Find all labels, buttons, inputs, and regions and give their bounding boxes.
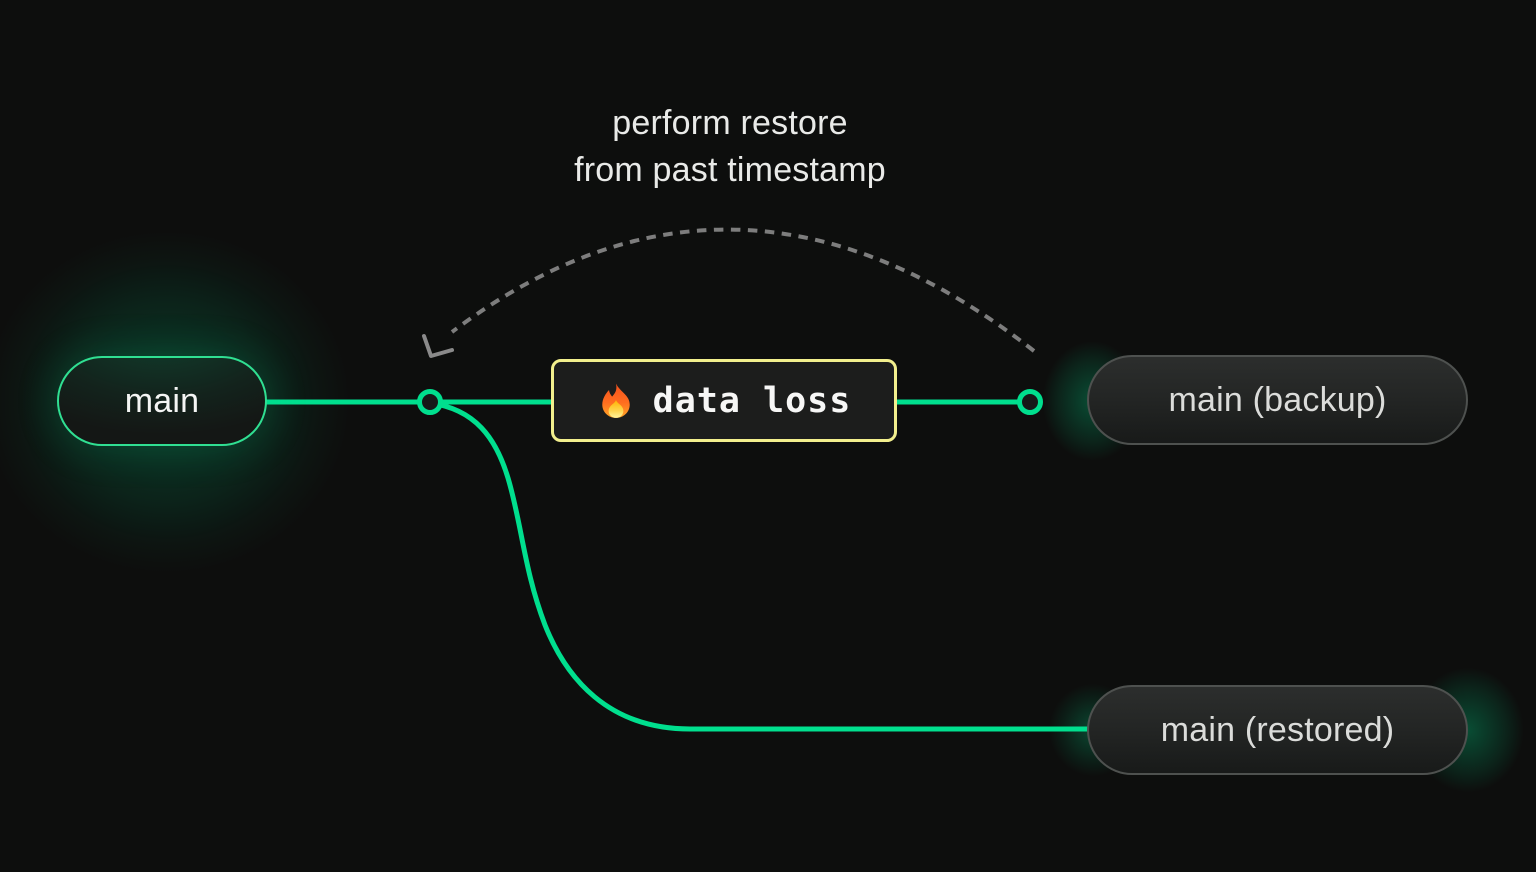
branch-main-label: main — [124, 381, 200, 420]
branch-restored-label: main (restored) — [1160, 710, 1395, 749]
branch-point-node — [417, 389, 443, 415]
fire-icon — [601, 383, 630, 418]
backup-point-node — [1017, 389, 1043, 415]
data-loss-label: data loss — [652, 380, 852, 421]
branch-backup: main (backup) — [1087, 355, 1468, 445]
branch-backup-label: main (backup) — [1168, 380, 1387, 419]
restore-caption: perform restore from past timestamp — [574, 104, 886, 189]
branch-main: main — [57, 356, 267, 446]
restore-arrow-icon — [422, 334, 454, 358]
restored-branch-line — [427, 400, 1095, 732]
branch-restored: main (restored) — [1087, 685, 1468, 775]
restore-arc-line — [450, 227, 1036, 353]
data-loss-box: data loss — [551, 359, 897, 442]
